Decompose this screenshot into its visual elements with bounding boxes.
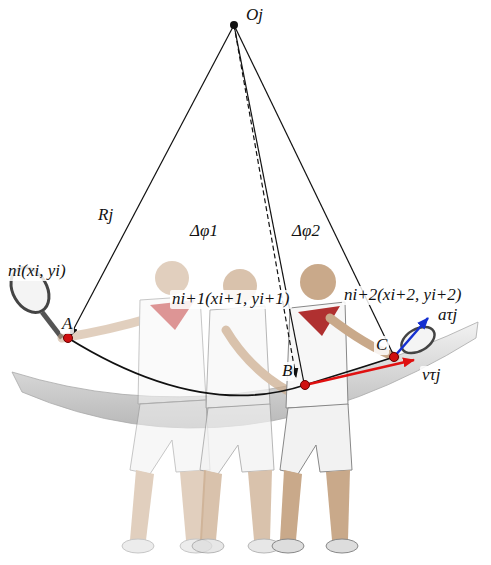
point-name: A — [60, 315, 74, 334]
vector-label: aτj — [436, 306, 459, 325]
acceleration-vector — [394, 318, 428, 357]
point-name: B — [280, 362, 294, 381]
center-point — [230, 21, 238, 29]
point-label: ni(xi, yi) — [6, 262, 68, 281]
angle-label: Δφ1 — [188, 222, 220, 241]
radius-line — [234, 25, 304, 383]
radius-label: Rj — [96, 206, 115, 225]
point-marker — [301, 381, 310, 390]
point-name: C — [374, 336, 389, 355]
point-label: ni+2(xi+2, yi+2) — [342, 286, 464, 305]
player-figure — [272, 264, 439, 553]
point-marker — [390, 353, 399, 362]
point-label: ni+1(xi+1, yi+1) — [170, 290, 292, 309]
angle-label: Δφ2 — [290, 222, 322, 241]
vector-label: vτj — [420, 366, 442, 385]
swing-arc — [68, 338, 394, 395]
point-name: Oj — [244, 6, 265, 25]
velocity-vector — [305, 360, 414, 385]
point-marker — [64, 334, 73, 343]
radius-line — [234, 25, 296, 377]
